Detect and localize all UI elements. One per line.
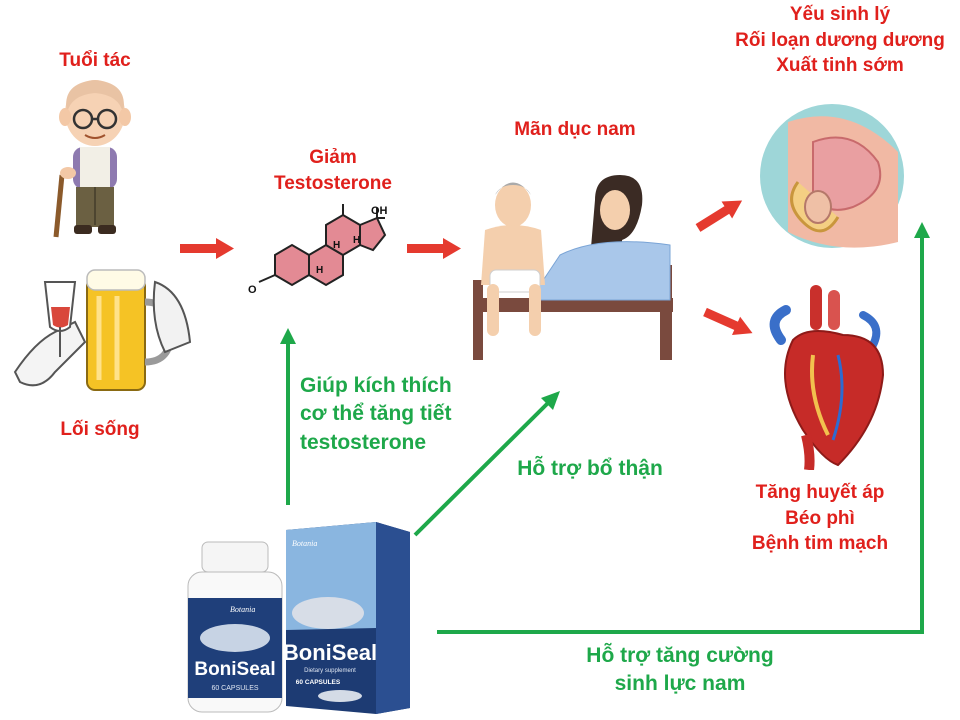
label-sexual-line3: Xuất tinh sớm [776,55,904,77]
label-stimulate-line1: Giúp kích thích [300,374,452,397]
label-cardio-line3: Bệnh tim mạch [751,533,889,555]
red-arrow-to-anatomy [695,200,743,232]
bottle-maker-label: Botania [230,605,255,614]
molecule-h-label-1: H [333,240,340,251]
label-cardio-issues: Tăng huyết áp Béo phì Bệnh tim mạch [735,480,905,557]
label-sexual-line2: Rối loạn dương dương [735,29,945,51]
label-kidney: Hỗ trợ bổ thận [517,457,663,480]
green-arrow-to-anatomy [437,222,930,634]
label-vitality-line2: sinh lực nam [614,672,746,696]
product-bottle: Botania BoniSeal 60 CAPSULES [187,541,283,713]
molecule-h-label-3: H [316,265,323,276]
bottle-caps-label: 60 CAPSULES [211,685,258,692]
label-testosterone-line1: Giảm [309,147,357,168]
couple-in-bed-illustration [473,175,673,360]
bottle-brand-label: BoniSeal [194,659,275,680]
label-lifestyle: Lối sống [60,419,140,440]
label-testosterone-line2: Testosterone [274,172,392,194]
green-arrow-to-testosterone [280,328,296,505]
label-cardio-line1: Tăng huyết áp [755,482,885,503]
box-caps-label: 60 CAPSULES [296,679,341,686]
old-man-illustration [53,80,131,238]
label-age: Tuổi tác [59,50,131,71]
molecule-h-label-2: H [353,235,360,246]
box-brand-label: BoniSeal [283,640,377,665]
label-vitality: Hỗ trợ tăng cường sinh lực nam [560,642,800,699]
label-sexual-issues: Yếu sinh lý Rối loạn dương dương Xuất ti… [720,2,960,79]
box-sub-label: Dietary supplement [304,668,356,674]
red-arrow-testosterone-to-andropause [407,238,461,259]
box-maker-label: Botania [292,539,317,548]
label-stimulate-line2: cơ thể tăng tiết [300,402,452,426]
molecule-oh-label: OH [371,205,388,217]
heart-illustration [769,285,885,470]
label-stimulate: Giúp kích thích cơ thể tăng tiết testost… [300,372,500,457]
red-arrow-to-heart [703,307,753,335]
label-andropause: Mãn dục nam [514,119,636,140]
label-sexual-line1: Yếu sinh lý [789,4,891,25]
beer-toast-illustration [13,269,192,391]
green-arrow-to-andropause [413,391,560,537]
label-vitality-line1: Hỗ trợ tăng cường [586,644,774,667]
label-stimulate-line3: testosterone [300,430,427,454]
label-testosterone-drop: Giảm Testosterone [258,145,408,196]
molecule-o-label: O [248,284,257,296]
testosterone-molecule: OH H H H O [248,204,388,296]
red-arrow-lifestyle-to-testosterone [180,238,234,259]
product-box: Botania BoniSeal Dietary supplement 60 C… [283,522,410,714]
anatomy-illustration [760,104,904,248]
label-cardio-line2: Béo phì [785,507,855,529]
